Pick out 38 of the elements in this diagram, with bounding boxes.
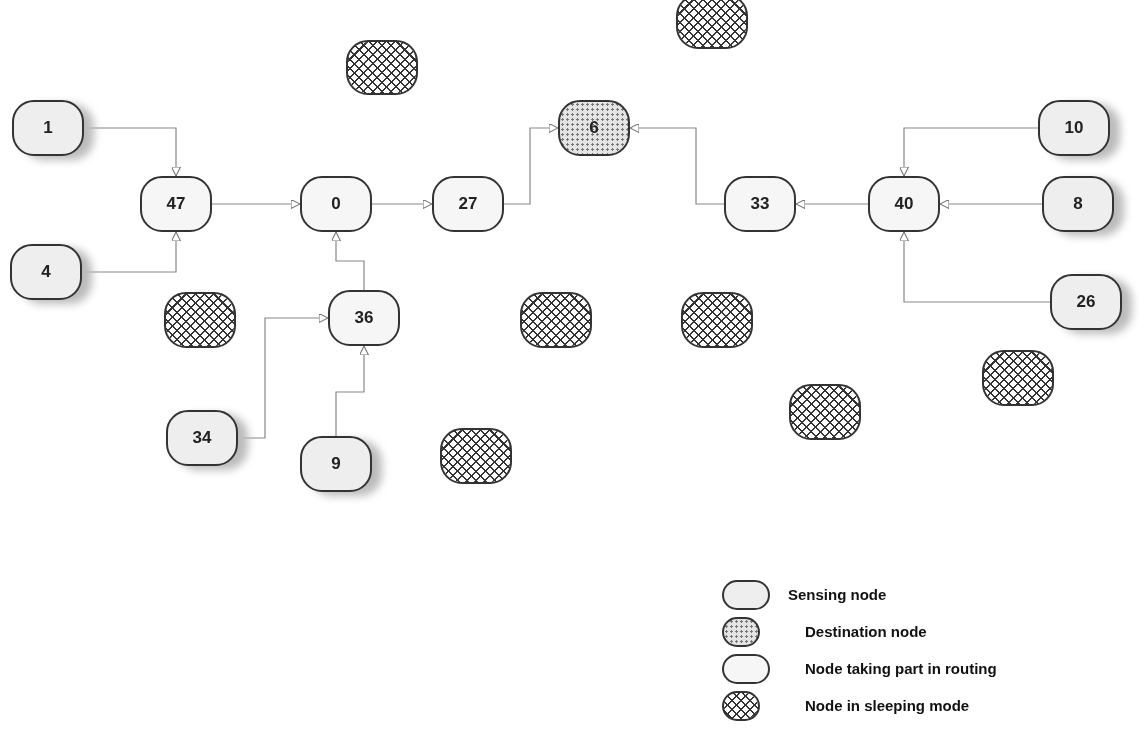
sensing-node: 1 <box>12 100 84 156</box>
arrow <box>503 122 559 205</box>
arrow <box>795 198 869 210</box>
arrow <box>629 122 725 205</box>
sleeping-node <box>789 384 861 440</box>
arrow <box>335 345 370 437</box>
routing-node: 33 <box>724 176 796 232</box>
routing-node: 27 <box>432 176 504 232</box>
sensing-node: 10 <box>1038 100 1110 156</box>
sleeping-node <box>982 350 1054 406</box>
sensing-node: 26 <box>1050 274 1122 330</box>
arrow <box>898 127 1039 177</box>
arrow <box>83 127 182 177</box>
sensing-node: 9 <box>300 436 372 492</box>
sensing-node: 4 <box>10 244 82 300</box>
arrow <box>939 198 1043 210</box>
arrow <box>211 198 301 210</box>
legend-label: Node in sleeping mode <box>805 697 970 714</box>
routing-node: 47 <box>140 176 212 232</box>
sleeping-node <box>440 428 512 484</box>
routing-node: 36 <box>328 290 400 346</box>
legend-label: Destination node <box>805 623 927 640</box>
legend-label: Node taking part in routing <box>805 660 997 677</box>
legend-label: Sensing node <box>788 586 887 603</box>
arrow <box>330 231 365 291</box>
sleeping-node <box>681 292 753 348</box>
sensing-node: 8 <box>1042 176 1114 232</box>
sleeping-node <box>164 292 236 348</box>
arrow <box>898 231 1051 303</box>
arrow <box>237 312 329 439</box>
sleeping-node <box>520 292 592 348</box>
routing-node: 0 <box>300 176 372 232</box>
arrow <box>371 198 433 210</box>
arrow <box>81 231 182 273</box>
routing-node: 40 <box>868 176 940 232</box>
sleeping-node <box>346 40 418 95</box>
sensing-node: 34 <box>166 410 238 466</box>
sleeping-node <box>676 0 748 49</box>
